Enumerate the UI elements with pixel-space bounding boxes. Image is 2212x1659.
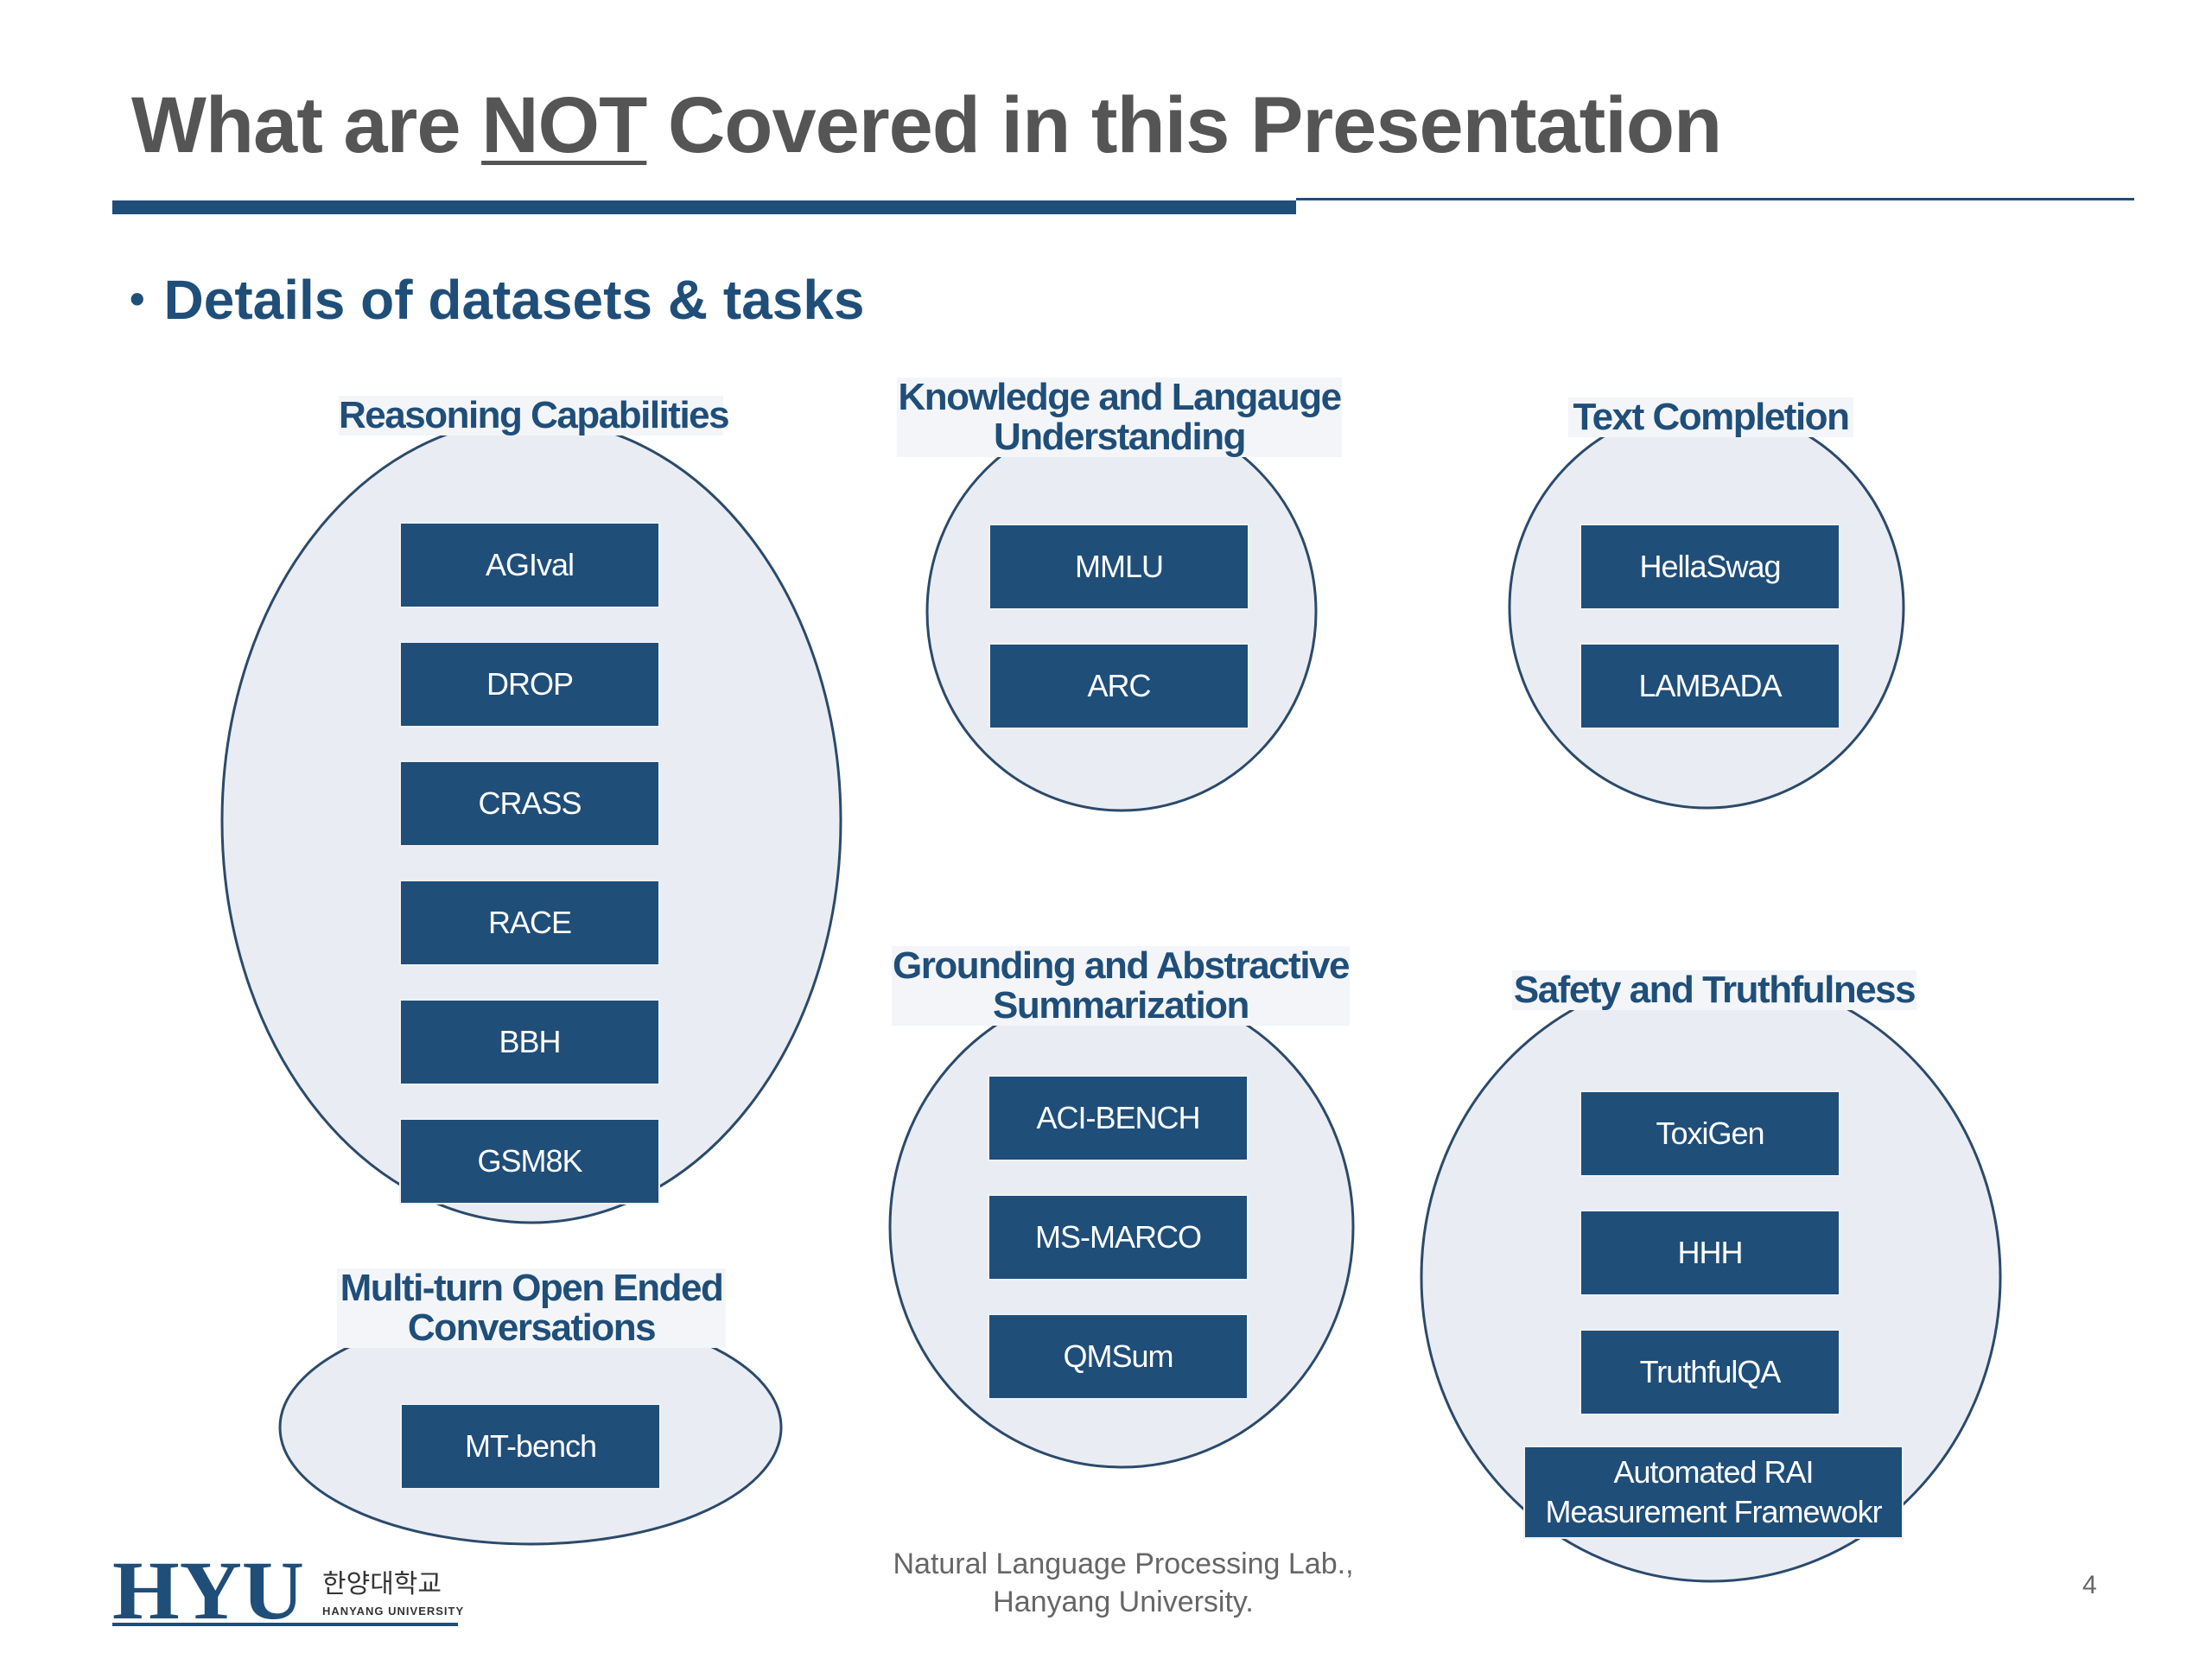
dataset-box-toxigen: ToxiGen <box>1580 1090 1840 1177</box>
bullet-dot: • <box>130 275 145 323</box>
dataset-box-agival: AGIval <box>399 522 660 608</box>
logo-underline <box>112 1623 458 1626</box>
dataset-box-gsm8k: GSM8K <box>399 1118 660 1205</box>
dataset-box-lambada: LAMBADA <box>1580 643 1840 729</box>
dataset-box-hhh: HHH <box>1580 1210 1840 1296</box>
footer-lab-name: Natural Language Processing Lab., Hanyan… <box>778 1545 1469 1621</box>
logo-mark: HYU <box>112 1551 304 1629</box>
group-title-multiturn: Multi-turn Open Ended Conversations <box>337 1268 726 1348</box>
page-title: What are NOT Covered in this Presentatio… <box>131 81 1722 169</box>
title-underline-thick <box>112 200 1296 214</box>
dataset-box-aci-bench: ACI-BENCH <box>988 1075 1249 1161</box>
dataset-box-automated-rai: Automated RAI Measurement Framewokr <box>1523 1446 1904 1539</box>
dataset-box-truthfulqa: TruthfulQA <box>1580 1329 1840 1415</box>
dataset-box-drop: DROP <box>399 641 660 728</box>
dataset-box-qmsum: QMSum <box>988 1313 1249 1400</box>
dataset-box-ms-marco: MS-MARCO <box>988 1194 1249 1281</box>
bullet-text: Details of datasets & tasks <box>163 269 865 331</box>
title-underline-thin <box>1296 198 2134 200</box>
university-logo: HYU 한양대학교 HANYANG UNIVERSITY <box>112 1551 464 1629</box>
dataset-box-arc: ARC <box>988 643 1249 729</box>
knowledge-circle <box>925 411 1318 812</box>
group-title-safety: Safety and Truthfulness <box>1512 969 1916 1011</box>
dataset-box-crass: CRASS <box>399 760 660 847</box>
dataset-box-hellaswag: HellaSwag <box>1580 524 1840 610</box>
title-text-start: What are <box>131 81 482 169</box>
page-number: 4 <box>2082 1571 2097 1599</box>
dataset-box-mmlu: MMLU <box>988 524 1249 610</box>
logo-korean: 한양대학교 <box>322 1569 442 1599</box>
group-title-reasoning: Reasoning Capabilities <box>339 394 730 436</box>
group-title-completion: Text Completion <box>1568 397 1853 437</box>
group-title-knowledge: Knowledge and Langauge Understanding <box>897 376 1342 458</box>
group-title-grounding: Grounding and Abstractive Summarization <box>892 944 1351 1027</box>
footer-line-1: Natural Language Processing Lab., <box>893 1548 1354 1580</box>
dataset-box-race: RACE <box>399 880 660 966</box>
bullet-item: • Details of datasets & tasks <box>130 268 865 332</box>
dataset-box-mt-bench: MT-bench <box>400 1403 661 1490</box>
title-text-end: Covered in this Presentation <box>646 81 1722 169</box>
logo-english: HANYANG UNIVERSITY <box>322 1605 464 1618</box>
dataset-box-bbh: BBH <box>399 999 660 1085</box>
footer-line-2: Hanyang University. <box>993 1586 1254 1618</box>
title-emphasis: NOT <box>481 81 647 169</box>
